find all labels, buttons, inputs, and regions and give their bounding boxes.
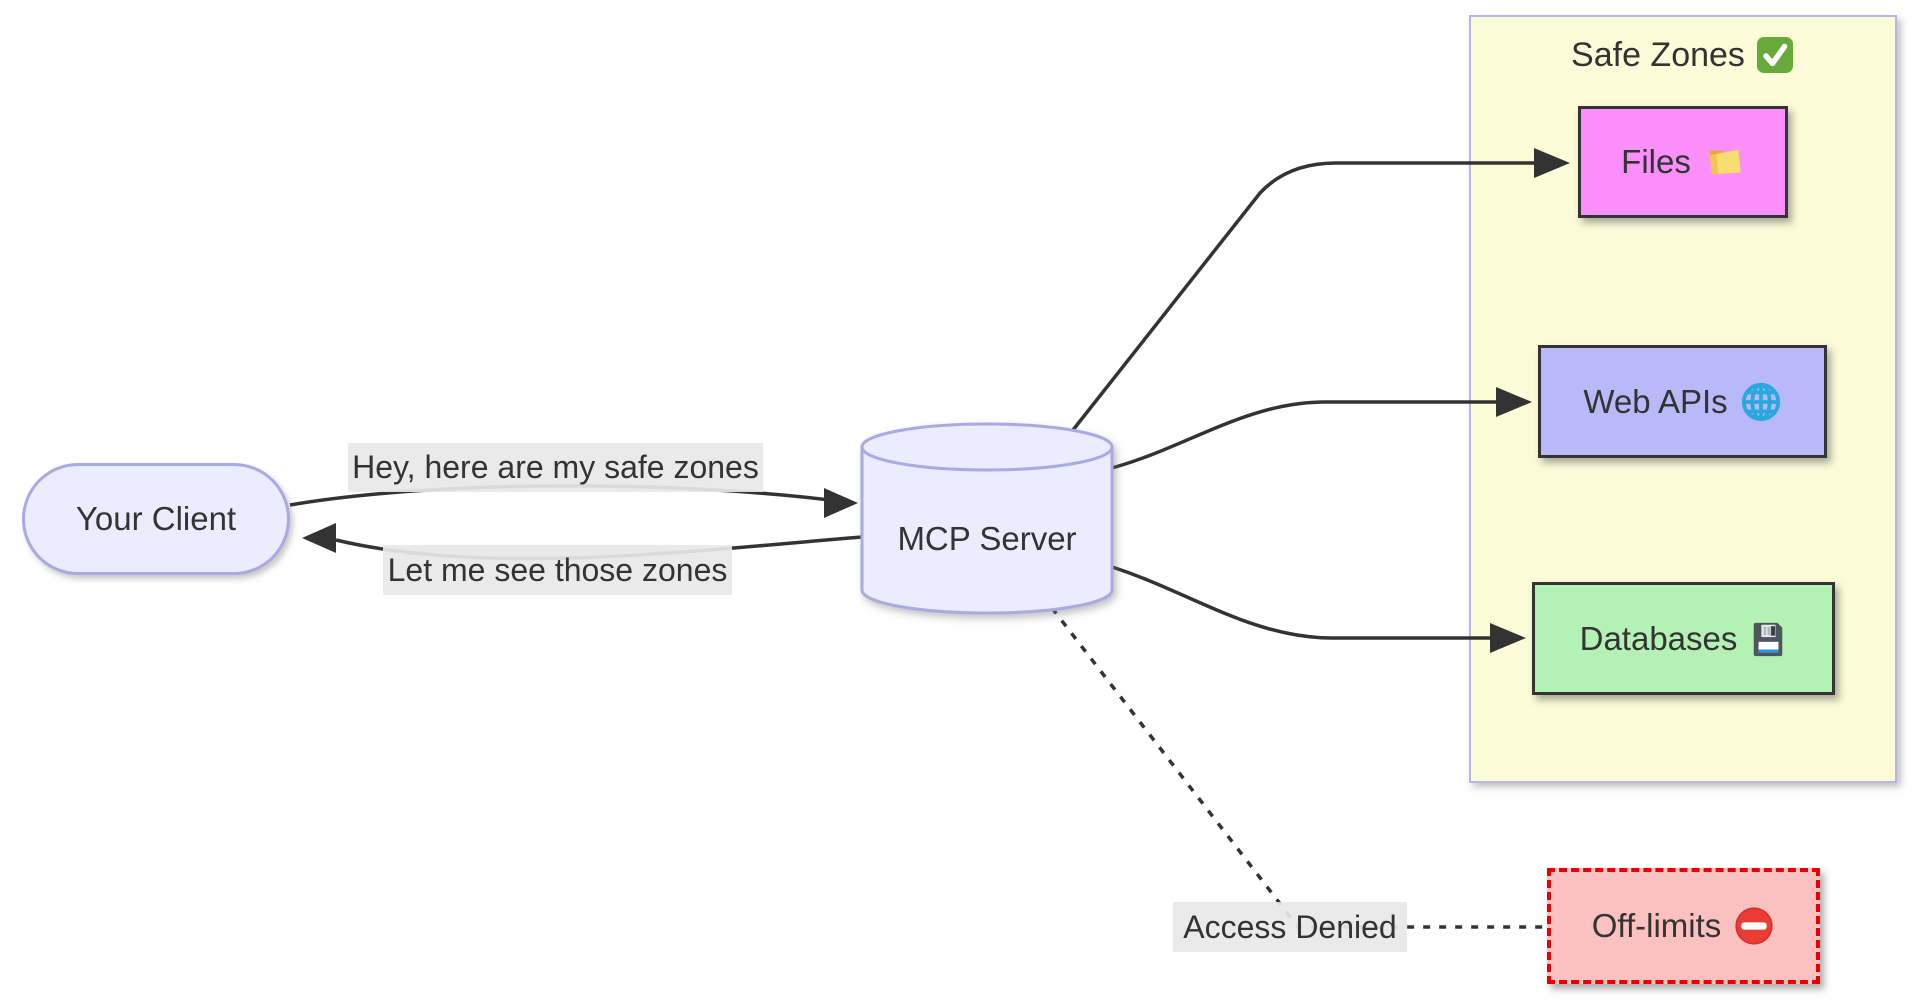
safe-zones-title-text: Safe Zones bbox=[1571, 35, 1745, 74]
edge-label-request: Hey, here are my safe zones bbox=[348, 443, 763, 492]
open-folder-icon bbox=[1703, 143, 1745, 181]
edge-server-to-offlimits-dotted bbox=[1050, 606, 1545, 929]
edge-server-to-webapis bbox=[1107, 400, 1496, 471]
edge-server-to-files bbox=[1071, 161, 1534, 432]
arrowhead-to-files bbox=[1534, 148, 1570, 178]
edge-label-response: Let me see those zones bbox=[383, 545, 732, 595]
node-web-apis: Web APIs bbox=[1538, 345, 1827, 458]
node-off-limits: Off-limits bbox=[1547, 868, 1820, 984]
node-your-client: Your Client bbox=[22, 463, 290, 575]
arrowhead-to-client bbox=[302, 523, 336, 553]
edge-server-to-databases bbox=[1111, 565, 1490, 640]
node-files-label: Files bbox=[1621, 143, 1691, 180]
floppy-disk-icon bbox=[1749, 619, 1787, 659]
node-off-limits-label: Off-limits bbox=[1591, 907, 1722, 944]
node-web-apis-label: Web APIs bbox=[1583, 382, 1728, 420]
safe-zones-title: Safe Zones bbox=[1471, 35, 1895, 75]
server-cylinder bbox=[860, 422, 1114, 615]
node-files: Files bbox=[1578, 106, 1788, 218]
arrowhead-to-databases bbox=[1490, 623, 1526, 653]
check-mark-button-icon bbox=[1755, 35, 1795, 75]
node-databases-label: Databases bbox=[1579, 619, 1738, 657]
node-mcp-server-label: MCP Server bbox=[897, 520, 1077, 557]
no-entry-icon bbox=[1733, 905, 1775, 947]
node-databases: Databases bbox=[1532, 582, 1835, 695]
arrowhead-to-webapis bbox=[1496, 387, 1532, 417]
globe-icon bbox=[1740, 381, 1782, 423]
node-your-client-label: Your Client bbox=[75, 500, 237, 537]
arrowhead-to-server bbox=[824, 488, 858, 518]
edge-label-access-denied: Access Denied bbox=[1173, 902, 1407, 952]
